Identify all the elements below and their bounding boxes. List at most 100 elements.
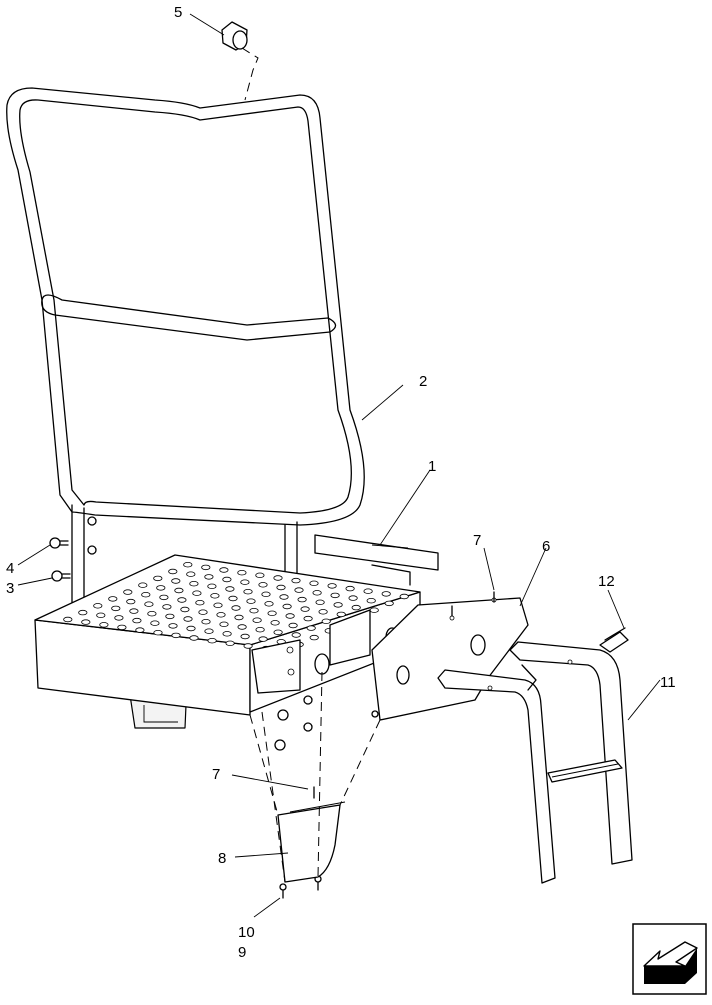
- callout-7-lower: 7: [212, 766, 220, 783]
- deck-hole: [99, 622, 109, 628]
- mounting-plate: [371, 597, 529, 721]
- deck-hole: [264, 601, 274, 607]
- deck-hole: [138, 582, 148, 588]
- deck-hole: [366, 598, 376, 604]
- deck-hole: [219, 621, 229, 627]
- deck-hole: [381, 591, 391, 597]
- deck-hole: [348, 595, 358, 601]
- deck-hole: [276, 584, 286, 591]
- deck-hole: [147, 611, 157, 617]
- callout-12: 12: [598, 573, 615, 590]
- deck-hole: [369, 607, 379, 613]
- deck-hole: [189, 635, 199, 641]
- deck-hole: [168, 623, 178, 629]
- deck-hole: [273, 629, 283, 635]
- deck-hole: [171, 632, 181, 639]
- deck-hole: [273, 575, 283, 581]
- deck-hole: [168, 568, 178, 575]
- step-cover: [277, 801, 346, 883]
- deck-hole: [279, 594, 289, 600]
- callout-4: 4: [6, 560, 14, 577]
- deck-hole: [186, 625, 196, 632]
- bolts-and-washers: [49, 516, 495, 899]
- deck-hole: [219, 567, 229, 573]
- callout-labels: 5 2 1 7 6 4 3 12 11 7 8 10 9: [6, 4, 676, 961]
- deck-hole: [333, 602, 343, 608]
- deck-hole: [351, 604, 361, 611]
- deck-hole: [321, 618, 331, 624]
- deck-hole: [207, 638, 217, 644]
- deck-hole: [270, 620, 280, 626]
- handrail-frame: [6, 87, 365, 606]
- deck-hole: [210, 593, 220, 599]
- deck-hole: [291, 632, 301, 638]
- deck-hole: [309, 580, 319, 586]
- callout-5: 5: [174, 4, 182, 21]
- deck-hole: [162, 604, 172, 610]
- deck-hole: [309, 634, 319, 641]
- deck-hole: [180, 606, 190, 613]
- deck-hole: [228, 595, 238, 602]
- deck-hole: [114, 615, 124, 621]
- deck-hole: [213, 602, 223, 608]
- callout-9: 9: [238, 944, 246, 961]
- deck-hole: [165, 613, 175, 620]
- deck-hole: [81, 619, 91, 625]
- deck-hole: [240, 633, 250, 640]
- callout-8: 8: [218, 850, 226, 867]
- deck-hole: [306, 625, 316, 631]
- leader-lines: [17, 13, 661, 918]
- deck-hole: [285, 613, 295, 619]
- deck-hole: [123, 589, 133, 595]
- deck-hole: [111, 605, 121, 612]
- deck-hole: [96, 612, 106, 618]
- deck-hole: [225, 586, 235, 592]
- deck-hole: [300, 606, 310, 612]
- deck-hole: [186, 571, 196, 577]
- deck-hole: [258, 636, 268, 642]
- deck-hole: [255, 572, 265, 578]
- tube-cap: [221, 21, 248, 51]
- deck-hole: [198, 609, 208, 615]
- deck-hole: [153, 575, 163, 582]
- deck-hole: [93, 603, 103, 609]
- deck-hole: [312, 590, 322, 596]
- deck-hole: [132, 617, 142, 624]
- deck-hole: [297, 596, 307, 603]
- deck-hole: [237, 624, 247, 630]
- deck-hole: [303, 615, 313, 622]
- deck-hole: [240, 579, 250, 585]
- callout-2: 2: [419, 373, 427, 390]
- deck-hole: [216, 612, 226, 618]
- deck-hole: [153, 630, 163, 636]
- deck-hole: [315, 599, 325, 605]
- deck-hole: [63, 616, 73, 623]
- deck-hole: [192, 590, 202, 596]
- deck-hole: [222, 576, 232, 583]
- deck-hole: [243, 643, 253, 649]
- lock-pin: [599, 627, 629, 653]
- deck-hole: [318, 609, 328, 615]
- deck-holes: [63, 562, 409, 654]
- deck-hole: [282, 603, 292, 610]
- deck-hole: [384, 600, 394, 607]
- deck-hole: [150, 620, 160, 626]
- callout-7: 7: [473, 532, 481, 549]
- step-platform: [34, 534, 439, 729]
- step-ladder: [437, 641, 633, 884]
- direction-arrow-icon[interactable]: [632, 923, 707, 995]
- deck-hole: [201, 564, 211, 571]
- deck-hole: [222, 631, 232, 637]
- deck-hole: [336, 611, 346, 618]
- callout-11: 11: [660, 674, 676, 691]
- deck-hole: [363, 588, 373, 594]
- deck-hole: [258, 582, 268, 588]
- deck-hole: [399, 593, 409, 600]
- deck-hole: [204, 574, 214, 580]
- deck-hole: [171, 578, 181, 584]
- deck-hole: [177, 597, 187, 603]
- deck-hole: [174, 587, 184, 594]
- deck-hole: [129, 608, 139, 614]
- callout-3: 3: [6, 580, 14, 597]
